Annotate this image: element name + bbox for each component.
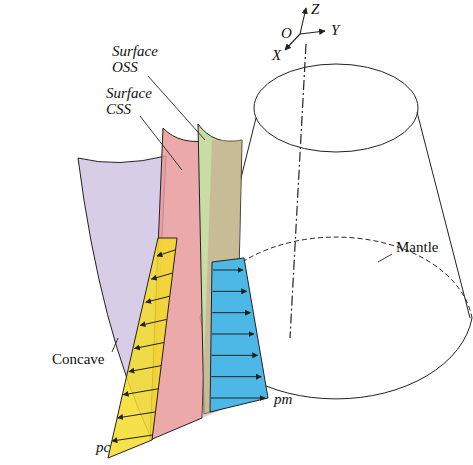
pressure-arrow — [140, 319, 167, 325]
pressure-arrow — [129, 366, 161, 372]
axis-line — [290, 44, 306, 338]
pressure-label: pc — [96, 440, 110, 456]
y-axis — [300, 31, 325, 34]
pressure-arrow — [213, 270, 243, 271]
mantle-top — [254, 64, 418, 152]
pressure-arrow — [212, 355, 258, 356]
pressure-arrow — [123, 389, 158, 395]
origin-label: O — [281, 26, 292, 42]
pressure-arrow — [212, 312, 250, 313]
pressure-distribution-concave — [108, 238, 177, 458]
axis-label: Y — [331, 23, 339, 39]
leader-line — [148, 76, 205, 140]
pressure-arrows — [211, 270, 265, 398]
pressure-arrows — [112, 250, 175, 441]
pressure-arrow — [112, 435, 153, 441]
z-axis — [300, 8, 306, 34]
leader-line — [112, 338, 118, 352]
leader-line — [378, 254, 392, 262]
pressure-arrow — [211, 398, 265, 399]
part-label: Surface CSS — [106, 86, 166, 118]
pressure-arrow — [213, 291, 247, 292]
part-label: Mantle — [396, 240, 439, 256]
pressure-arrow — [151, 273, 172, 279]
axis-label: X — [272, 48, 281, 64]
pressure-arrow — [212, 334, 254, 335]
pressure-arrow — [146, 296, 170, 302]
pressure-arrow — [211, 376, 261, 377]
pressure-distribution-mantle — [210, 258, 268, 412]
part-label: Surface OSS — [112, 44, 172, 76]
mantle-side — [417, 112, 470, 318]
axis-label: Z — [311, 2, 319, 18]
pressure-label: pm — [274, 392, 292, 408]
leader-line — [140, 116, 182, 170]
pressure-arrow — [135, 343, 165, 349]
pressure-arrow — [118, 412, 156, 418]
part-label: Concave — [52, 352, 104, 368]
pressure-arrow — [157, 250, 175, 256]
